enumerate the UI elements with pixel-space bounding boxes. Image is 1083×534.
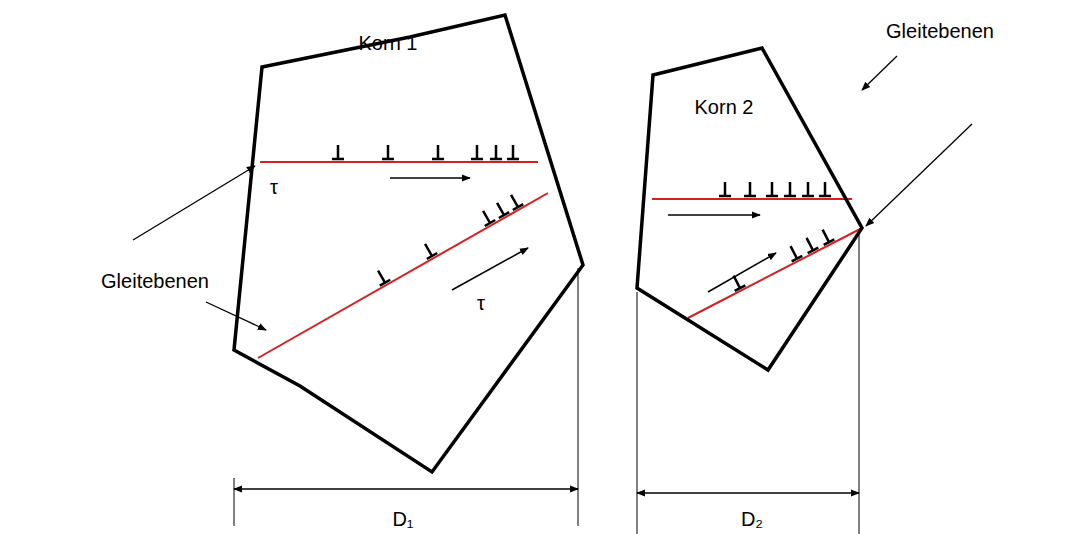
dislocation-symbol (490, 145, 502, 159)
grain-label: Korn 2 (695, 96, 754, 119)
slip-plane-label: Gleitebenen (101, 270, 209, 293)
grain-polygon (230, 11, 587, 476)
dislocation-symbol (784, 182, 796, 196)
grain-size-dimension: D₂ (741, 508, 763, 531)
extension-line (234, 478, 235, 526)
extension-line (859, 232, 860, 534)
slip-plane (258, 193, 548, 358)
dislocation-symbol (817, 227, 834, 245)
stress-arrow (668, 214, 760, 216)
dislocation-symbol (420, 241, 437, 259)
extension-line (637, 292, 638, 534)
grain-polygon (633, 44, 866, 374)
dislocation-symbol (719, 182, 731, 196)
dislocation-symbol (744, 182, 756, 196)
leader-line (133, 166, 255, 240)
dislocation-symbol (819, 182, 831, 196)
slip-plane (688, 228, 862, 318)
dislocation-symbol (432, 145, 444, 159)
dislocation-symbol (785, 243, 802, 261)
grain-size-dimension: D₁ (392, 508, 413, 531)
dislocation-symbol (802, 182, 814, 196)
shear-stress-symbol: τ (477, 292, 485, 315)
leader-line (862, 56, 897, 90)
dislocation-symbol (382, 145, 394, 159)
dislocation-symbol (332, 145, 344, 159)
dimension-line (234, 488, 578, 489)
slip-plane-label: Gleitebenen (886, 20, 994, 43)
dislocation-symbol (373, 268, 390, 286)
grain-outline: Korn 1 (230, 11, 587, 476)
dislocation-symbol (492, 200, 509, 218)
extension-line (578, 268, 579, 526)
slip-plane (652, 198, 852, 200)
stress-arrow (708, 253, 776, 292)
dislocation-symbol (471, 145, 483, 159)
grain-label: Korn 1 (359, 32, 418, 55)
dislocation-symbol (766, 182, 778, 196)
shear-stress-symbol: τ (270, 176, 278, 199)
leader-line (866, 124, 972, 226)
dislocation-symbol (506, 192, 523, 210)
stress-arrow (390, 177, 470, 179)
stress-arrow (452, 248, 528, 290)
dislocation-symbol (507, 145, 519, 159)
dislocation-symbol (801, 235, 818, 253)
grain-outline: Korn 2 (633, 44, 866, 374)
dislocation-symbol (478, 208, 495, 226)
dimension-line (637, 492, 859, 493)
slip-plane (260, 161, 538, 163)
